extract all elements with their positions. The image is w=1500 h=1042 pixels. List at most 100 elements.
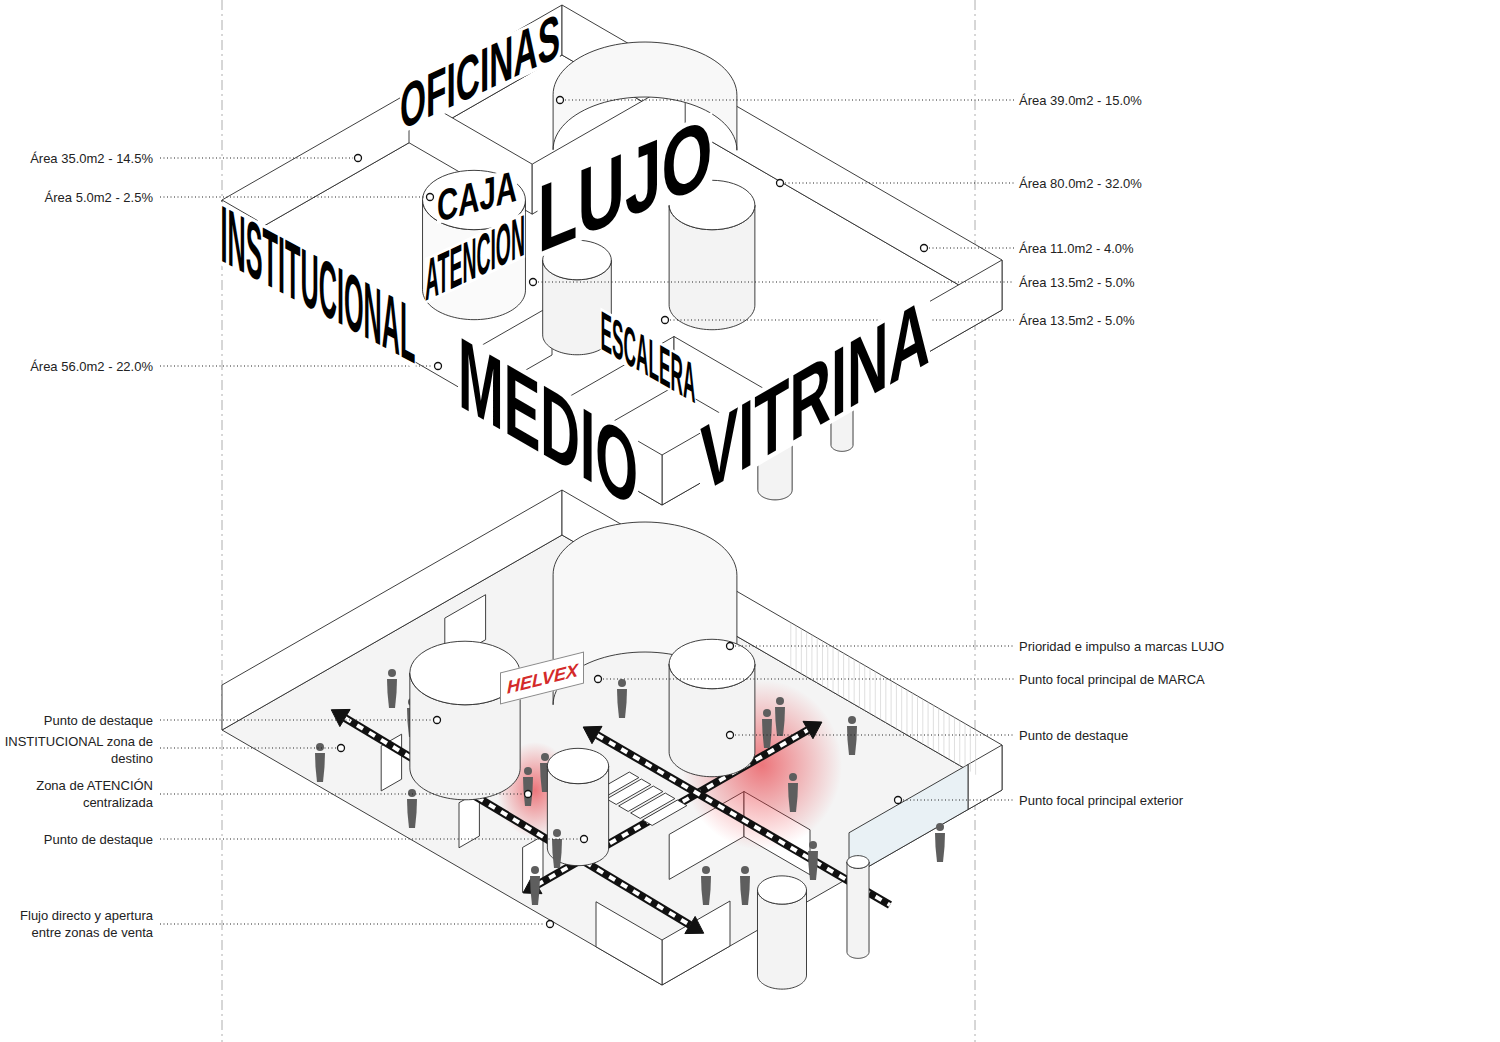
curtain-fold bbox=[796, 626, 797, 671]
person-body bbox=[808, 851, 818, 880]
person-head bbox=[763, 709, 771, 717]
curtain-fold bbox=[917, 696, 918, 741]
annotation-label: Punto de destaque bbox=[3, 831, 153, 848]
leader-line bbox=[603, 679, 1014, 680]
curtain-fold bbox=[949, 714, 950, 759]
annotation-label: Prioridad e impulso a marcas LUJO bbox=[1019, 638, 1224, 655]
wall bbox=[222, 5, 562, 250]
arrow-head bbox=[685, 916, 704, 933]
person-figure bbox=[315, 743, 325, 782]
area-label: Área 13.5m2 - 5.0% bbox=[1019, 312, 1135, 329]
person-figure bbox=[617, 679, 627, 718]
guide-line bbox=[222, 0, 223, 1042]
leader-line bbox=[670, 320, 1014, 321]
cylinder-top bbox=[547, 748, 608, 783]
leader-line bbox=[160, 924, 545, 925]
annotation-holder: Punto focal principal exterior bbox=[1019, 792, 1183, 809]
person-body bbox=[762, 719, 772, 748]
annotation-label: Zona de ATENCIÓN centralizada bbox=[3, 777, 153, 811]
person-head bbox=[618, 679, 626, 687]
person-head bbox=[776, 697, 784, 705]
area-label: Área 35.0m2 - 14.5% bbox=[3, 150, 153, 167]
cylinder-top bbox=[757, 876, 806, 904]
cylinder-side bbox=[847, 862, 869, 958]
person-body bbox=[847, 726, 857, 755]
person-figure bbox=[523, 767, 533, 806]
curtain-fold bbox=[864, 665, 865, 710]
person-head bbox=[316, 743, 324, 751]
leader-line bbox=[160, 839, 579, 840]
area-label: Área 56.0m2 - 22.0% bbox=[3, 358, 153, 375]
leader-line bbox=[160, 366, 433, 367]
curtain-fold bbox=[817, 638, 818, 683]
annotation-holder: Zona de ATENCIÓN centralizada bbox=[3, 777, 153, 811]
person-body bbox=[775, 707, 785, 736]
person-head bbox=[702, 866, 710, 874]
annotation-label: INSTITUCIONAL zona de destino bbox=[3, 733, 153, 767]
curtain-fold bbox=[885, 678, 886, 723]
curtain-fold bbox=[928, 702, 929, 747]
zone-word-holder: VITRINA bbox=[815, 395, 1195, 471]
person-body bbox=[530, 876, 540, 905]
curtain-fold bbox=[891, 681, 892, 726]
leader-dot bbox=[355, 155, 362, 162]
annotation-label: Punto focal principal exterior bbox=[1019, 792, 1183, 809]
curtain-fold bbox=[790, 623, 791, 668]
leader-line bbox=[160, 158, 353, 159]
annotation-holder: Área 5.0m2 - 2.5% bbox=[3, 189, 153, 206]
person-figure bbox=[740, 866, 750, 905]
leader-line bbox=[160, 748, 336, 749]
leader-dot bbox=[557, 97, 564, 104]
annotation-label: Punto de destaque bbox=[1019, 727, 1128, 744]
curtain-fold bbox=[954, 717, 955, 762]
leader-dot bbox=[727, 732, 734, 739]
zone-word-holder: LUJO bbox=[625, 185, 878, 261]
person-body bbox=[935, 833, 945, 862]
leader-dot bbox=[727, 643, 734, 650]
leader-line bbox=[735, 646, 1014, 647]
person-body bbox=[407, 799, 417, 828]
person-figure bbox=[530, 866, 540, 905]
person-body bbox=[552, 839, 562, 868]
cylinder-top bbox=[669, 639, 755, 688]
area-label: Área 80.0m2 - 32.0% bbox=[1019, 175, 1142, 192]
leader-dot bbox=[338, 745, 345, 752]
curtain-fold bbox=[970, 727, 971, 772]
annotation-holder: Flujo directo y apertura entre zonas de … bbox=[3, 907, 153, 941]
annotation-holder: INSTITUCIONAL zona de destino bbox=[3, 733, 153, 767]
curtain-fold bbox=[811, 635, 812, 680]
curtain-fold bbox=[833, 647, 834, 692]
curtain-fold bbox=[896, 684, 897, 729]
curtain-fold bbox=[975, 730, 976, 775]
curtain-fold bbox=[959, 721, 960, 766]
annotation-holder: Área 80.0m2 - 32.0% bbox=[1019, 175, 1142, 192]
curtain-fold bbox=[838, 650, 839, 695]
annotation-holder: Área 39.0m2 - 15.0% bbox=[1019, 92, 1142, 109]
person-body bbox=[701, 876, 711, 905]
leader-line bbox=[160, 794, 523, 795]
area-label: Área 5.0m2 - 2.5% bbox=[3, 189, 153, 206]
person-figure bbox=[701, 866, 711, 905]
annotation-holder: Punto de destaque bbox=[1019, 727, 1128, 744]
leader-dot bbox=[895, 797, 902, 804]
person-head bbox=[789, 773, 797, 781]
person-body bbox=[315, 753, 325, 782]
leader-dot bbox=[525, 791, 532, 798]
annotation-label: Punto de destaque bbox=[3, 712, 153, 729]
curtain-fold bbox=[922, 699, 923, 744]
curtain-fold bbox=[822, 641, 823, 686]
person-head bbox=[524, 767, 532, 775]
person-body bbox=[387, 679, 397, 708]
person-figure bbox=[775, 697, 785, 736]
leader-line bbox=[929, 248, 1014, 249]
annotation-holder: Área 13.5m2 - 5.0% bbox=[1019, 274, 1135, 291]
person-head bbox=[531, 866, 539, 874]
zone-word-holder: ATENCION bbox=[475, 258, 774, 305]
leader-dot bbox=[547, 921, 554, 928]
curtain-fold bbox=[870, 669, 871, 714]
leader-dot bbox=[581, 836, 588, 843]
leader-dot bbox=[435, 363, 442, 370]
